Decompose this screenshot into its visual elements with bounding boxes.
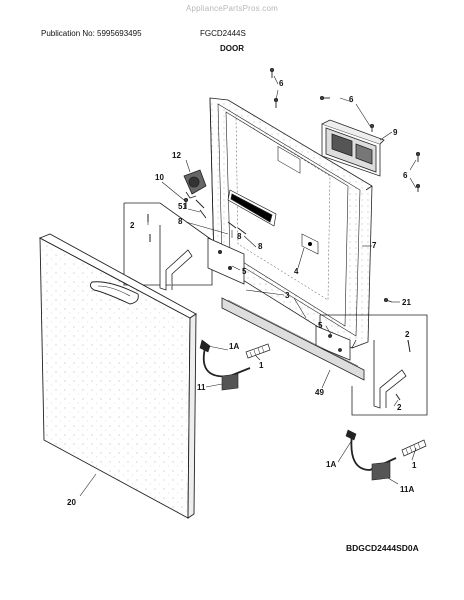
callout-5-left: 5 [242,267,247,276]
inner-door-panel [209,97,373,349]
detergent-dispenser [321,119,385,177]
callout-20: 20 [67,498,76,507]
callout-12: 12 [172,151,181,160]
right-hinge-box [315,314,428,416]
callout-4: 4 [294,267,299,276]
callout-11a: 11A [400,485,414,494]
leader-lines [79,75,417,497]
door-cable-left [199,339,271,391]
callout-49: 49 [315,388,324,397]
callout-8-a: 8 [178,217,183,226]
callout-5-right: 5 [318,321,323,330]
door-trim-strip [221,297,365,381]
diagram-code: BDGCD2444SD0A [346,543,419,553]
watermark: AppliancePartsPros.com [186,4,278,13]
callout-1-left: 1 [259,361,264,370]
callout-1a-left: 1A [229,342,239,351]
door-cable-right [345,429,427,481]
section-title: DOOR [220,44,244,53]
callout-6-far-right: 6 [403,171,408,180]
callout-2-right: 2 [405,330,410,339]
callout-10: 10 [155,173,164,182]
outer-door-panel [38,233,197,519]
callout-2-lower: 2 [397,403,402,412]
callout-1a-right: 1A [326,460,336,469]
callout-2-left: 2 [130,221,135,230]
model-number: FGCD2444S [200,29,246,38]
callout-labels: 6 6 9 12 10 6 51 8 2 8 8 5 7 4 3 21 5 2 … [67,79,417,507]
callout-8-b: 8 [237,232,242,241]
callout-11: 11 [197,383,206,392]
callout-6-top: 6 [279,79,284,88]
publication-number: Publication No: 5995693495 [41,29,142,38]
vent-assembly [183,169,207,199]
callout-21: 21 [402,298,411,307]
callout-1-right: 1 [412,461,417,470]
callout-8-c: 8 [258,242,263,251]
screws [183,67,421,303]
callout-6-right: 6 [349,95,354,104]
callout-9: 9 [393,128,398,137]
callout-7: 7 [372,241,377,250]
callout-51: 51 [178,202,187,211]
left-hinge-box [123,199,247,291]
callout-3: 3 [285,291,290,300]
